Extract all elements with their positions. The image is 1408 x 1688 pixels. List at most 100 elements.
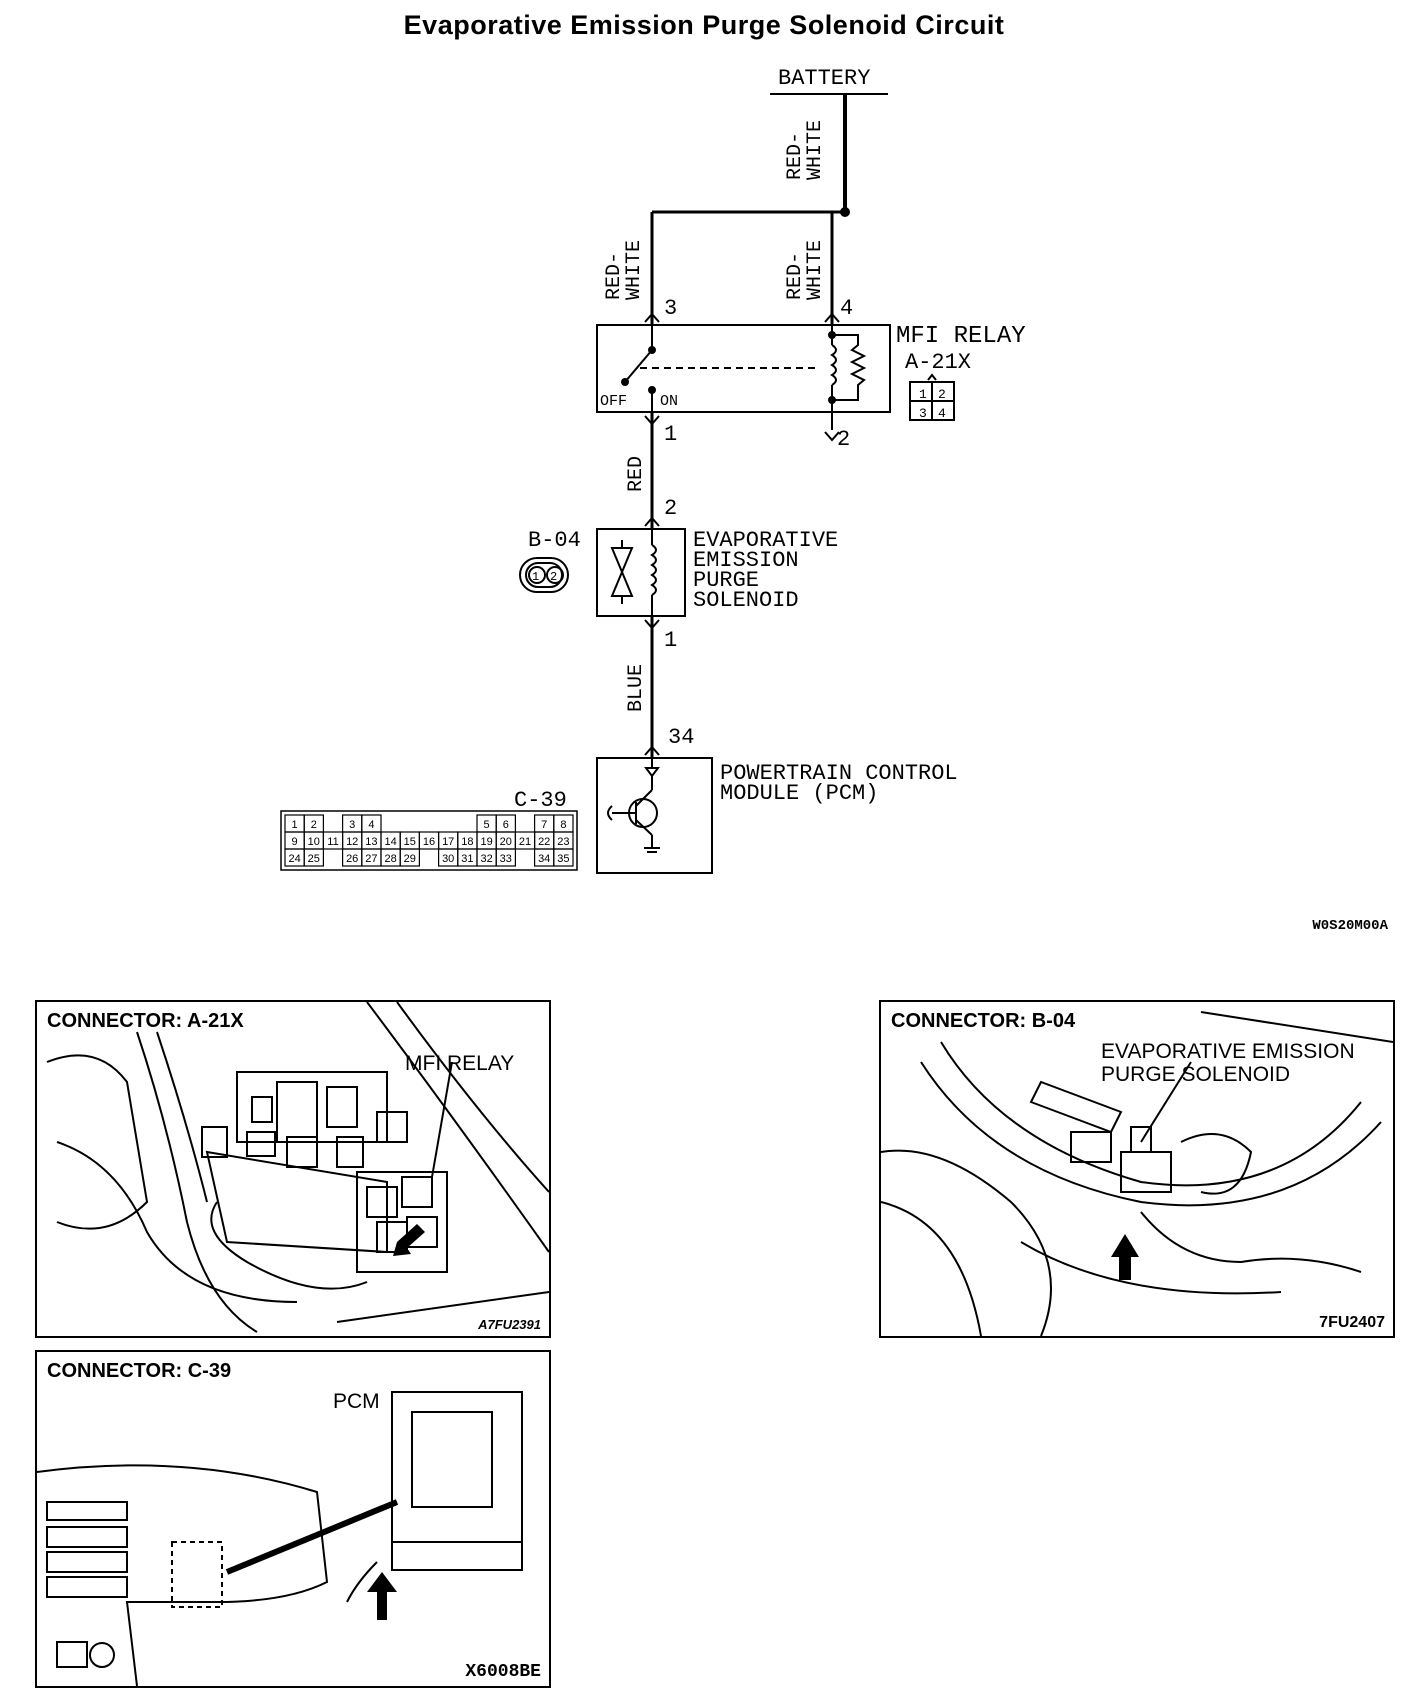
pcm-grid-pin: 5 xyxy=(484,819,490,831)
pcm-grid-pin: 2 xyxy=(311,819,317,831)
pcm-grid-cell xyxy=(495,848,517,867)
relay-name: MFI RELAY xyxy=(896,323,1026,350)
pcm-grid-pin: 33 xyxy=(500,853,512,865)
pin4-wire-label-red-white: RED- WHITE xyxy=(784,240,827,300)
solenoid-connector-id: B-04 xyxy=(528,528,581,553)
pcm-grid-pin: 4 xyxy=(368,819,374,831)
pcm-connector-id: C-39 xyxy=(514,788,567,813)
pcm-grid-pin: 22 xyxy=(538,836,550,848)
engine-bay-illustration xyxy=(46,1002,549,1333)
mfi-relay-box xyxy=(596,324,891,413)
pcm-name-1: POWERTRAIN CONTROL xyxy=(720,761,958,786)
photo-connector-c39: CONNECTOR: C-39 PCM X6008BE xyxy=(35,1350,551,1688)
pcm-grid-cell xyxy=(553,848,574,867)
pcm-grid-pin: 11 xyxy=(327,836,338,848)
pcm-grid-pin: 8 xyxy=(560,819,566,831)
b04-caption: CONNECTOR: B-04 xyxy=(891,1010,1076,1032)
pcm-grid-pin: 17 xyxy=(442,836,454,848)
pcm-grid-pin: 1 xyxy=(292,819,298,831)
c39-arrow-icon xyxy=(367,1572,397,1620)
relay-pin-4: 4 xyxy=(840,296,853,321)
solenoid-plug-icon xyxy=(519,557,569,593)
b04-arrow-icon xyxy=(1111,1234,1139,1280)
pcm-grid-pin: 15 xyxy=(404,836,416,848)
battery-label: BATTERY xyxy=(778,66,870,91)
b04-code: 7FU2407 xyxy=(1319,1314,1385,1331)
pcm-grid-cell xyxy=(399,848,421,867)
pcm-box xyxy=(596,757,713,874)
photo-connector-a21x: CONNECTOR: A-21X MFI RELAY A7FU2391 xyxy=(35,1000,551,1338)
pcm-grid-pin: 32 xyxy=(480,853,492,865)
pcm-grid-pin: 35 xyxy=(557,853,569,865)
relay-pin-1: 1 xyxy=(664,422,677,447)
pcm-grid-pin: 28 xyxy=(384,853,396,865)
relay-pin-2: 2 xyxy=(837,427,850,452)
wire-label-line: RED- xyxy=(784,252,807,300)
c39-caption: CONNECTOR: C-39 xyxy=(47,1360,232,1382)
solenoid-pin-1: 1 xyxy=(664,628,677,653)
pcm-grid-pin: 3 xyxy=(349,819,355,831)
pcm-grid-pin: 7 xyxy=(541,819,547,831)
relay-grid-3: 3 xyxy=(919,406,927,421)
dashboard-illustration xyxy=(37,1391,523,1686)
pcm-pin-34: 34 xyxy=(668,725,694,750)
solenoid-plug-pin-2: 2 xyxy=(550,570,557,584)
relay-grid-1: 1 xyxy=(919,387,927,402)
pcm-grid-pin: 10 xyxy=(308,836,320,848)
solenoid-name-2: EMISSION xyxy=(693,548,799,573)
pcm-grid-pin: 30 xyxy=(442,853,454,865)
wire-label-blue: BLUE xyxy=(625,664,648,712)
relay-connector-id: A-21X xyxy=(905,350,971,375)
photo-connector-b04: CONNECTOR: B-04 EVAPORATIVE EMISSION PUR… xyxy=(879,1000,1395,1338)
b04-label-line-1: EVAPORATIVE EMISSION xyxy=(1101,1040,1355,1063)
solenoid-pin-2: 2 xyxy=(664,496,677,521)
relay-on-label: ON xyxy=(660,393,678,410)
relay-grid-2: 2 xyxy=(938,387,946,402)
pin3-wire-label-red-white: RED- WHITE xyxy=(603,240,646,300)
wire-label-red: RED xyxy=(625,456,648,492)
pcm-grid-pin: 25 xyxy=(308,853,320,865)
pcm-grid-pin: 12 xyxy=(346,836,358,848)
pcm-grid-pin: 16 xyxy=(423,836,435,848)
c39-code: X6008BE xyxy=(465,1662,541,1682)
wire-label-line: WHITE xyxy=(804,120,827,180)
pcm-grid-pin: 31 xyxy=(461,853,473,865)
a21x-caption: CONNECTOR: A-21X xyxy=(47,1010,244,1032)
pcm-grid-pin: 19 xyxy=(480,836,492,848)
b04-label-line-2: PURGE SOLENOID xyxy=(1101,1063,1291,1087)
pcm-grid-pin: 23 xyxy=(557,836,569,848)
pcm-grid-outline xyxy=(280,810,578,871)
wire-label-line: RED- xyxy=(784,132,807,180)
wire-label-line: WHITE xyxy=(623,240,646,300)
relay-pin-3: 3 xyxy=(664,296,677,321)
pcm-grid-pin: 21 xyxy=(519,836,531,848)
relay-grid-4: 4 xyxy=(938,406,946,421)
a21x-label: MFI RELAY xyxy=(405,1052,515,1075)
solenoid-name-3: PURGE xyxy=(693,568,759,593)
figure-code: W0S20M00A xyxy=(1312,918,1388,934)
junction-dot xyxy=(840,207,850,217)
pcm-grid-pin: 9 xyxy=(292,836,298,848)
pcm-grid-pin: 6 xyxy=(503,819,509,831)
pcm-grid-pin: 26 xyxy=(346,853,358,865)
solenoid-name-4: SOLENOID xyxy=(693,588,799,613)
relay-off-label: OFF xyxy=(600,393,627,410)
a21x-arrow-icon xyxy=(393,1224,425,1256)
pcm-grid-pin: 24 xyxy=(288,853,300,865)
c39-label: PCM xyxy=(333,1390,380,1413)
solenoid-plug-pin-1: 1 xyxy=(532,570,539,584)
pcm-grid-pin: 20 xyxy=(500,836,512,848)
pcm-grid-pin: 34 xyxy=(538,853,550,865)
wire-label-line: WHITE xyxy=(804,240,827,300)
pcm-grid-pin: 18 xyxy=(461,836,473,848)
a21x-code: A7FU2391 xyxy=(478,1317,541,1332)
pcm-grid-cell xyxy=(303,848,325,867)
b04-label: EVAPORATIVE EMISSION PURGE SOLENOID xyxy=(1101,1040,1355,1086)
relay-connector-icon xyxy=(909,373,955,421)
engine-bay-illustration xyxy=(881,1011,1393,1336)
pcm-name-2: MODULE (PCM) xyxy=(720,781,878,806)
pcm-grid-pin: 27 xyxy=(365,853,377,865)
solenoid-name-1: EVAPORATIVE xyxy=(693,528,838,553)
